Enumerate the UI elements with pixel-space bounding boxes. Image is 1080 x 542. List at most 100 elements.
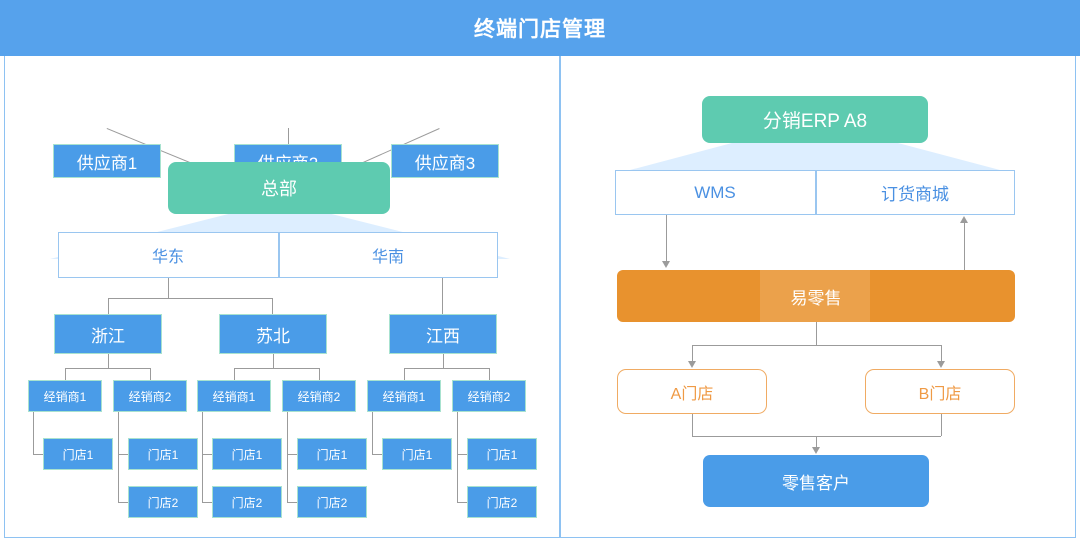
node-region-huanan[interactable]: 华南	[278, 232, 498, 278]
connector-subei-up	[272, 298, 273, 314]
connector-d6-stem	[457, 412, 458, 502]
node-label: 易零售	[790, 288, 842, 308]
arrow-to-customer	[812, 447, 820, 454]
connector-huadong-drop	[168, 278, 169, 298]
node-province-subei[interactable]: 苏北	[219, 314, 327, 354]
connector-d4-store1	[287, 454, 297, 455]
node-label: 门店1	[401, 447, 433, 462]
node-store-d4-2[interactable]: 门店2	[297, 486, 367, 518]
arrow-retail-to-order-mall	[960, 216, 968, 223]
connector-wms-to-retail	[666, 215, 667, 263]
connector-jiangxi-bus	[404, 368, 490, 369]
node-store-d1-1[interactable]: 门店1	[43, 438, 113, 470]
node-dealer-subei-2[interactable]: 经销商2	[282, 380, 356, 412]
node-store-d2-2[interactable]: 门店2	[128, 486, 198, 518]
node-store-d6-1[interactable]: 门店1	[467, 438, 537, 470]
node-label: 经销商2	[128, 389, 172, 404]
connector-jiangxi-dealer2	[489, 368, 490, 380]
node-store-d3-1[interactable]: 门店1	[212, 438, 282, 470]
connector-d5-stem	[372, 412, 373, 454]
node-shop-a[interactable]: A门店	[617, 369, 767, 414]
node-module-order-mall[interactable]: 订货商城	[815, 170, 1015, 215]
node-label: 浙江	[91, 326, 125, 346]
node-shop-b[interactable]: B门店	[865, 369, 1015, 414]
node-dealer-zhejiang-1[interactable]: 经销商1	[28, 380, 102, 412]
connector-d3-stem	[202, 412, 203, 502]
node-dealer-subei-1[interactable]: 经销商1	[197, 380, 271, 412]
node-dealer-jiangxi-1[interactable]: 经销商1	[367, 380, 441, 412]
connector-d4-store2	[287, 502, 297, 503]
connector-jiangxi-drop	[443, 354, 444, 368]
connector-subei-bus	[234, 368, 320, 369]
region-separator	[278, 232, 280, 278]
node-label: 华东	[151, 249, 184, 266]
connector-shop-a-out	[692, 414, 693, 436]
connector-retail-drop	[816, 322, 817, 345]
node-store-d3-2[interactable]: 门店2	[212, 486, 282, 518]
node-label: 供应商1	[76, 153, 138, 173]
connector-shop-a-down	[692, 345, 693, 365]
connector-shop-b-down	[941, 345, 942, 365]
node-label: WMS	[694, 182, 736, 202]
node-retail-customer[interactable]: 零售客户	[703, 455, 929, 507]
node-label: 门店1	[147, 447, 179, 462]
connector-d6-store1	[457, 454, 467, 455]
connector-shops-bus	[692, 345, 941, 346]
connector-jiangxi-dealer1	[404, 368, 405, 380]
node-store-d2-1[interactable]: 门店1	[128, 438, 198, 470]
panel-divider	[559, 56, 561, 538]
connector-customer-drop	[816, 436, 817, 450]
node-label: 苏北	[256, 326, 290, 346]
connector-d1-store1	[33, 454, 43, 455]
node-label: 经销商1	[212, 389, 256, 404]
node-dealer-jiangxi-2[interactable]: 经销商2	[452, 380, 526, 412]
diagram-frame: 供应商1 供应商2 供应商3 总部 华东 华南	[4, 56, 1076, 538]
node-label: 门店2	[147, 495, 179, 510]
node-retail-platform[interactable]: 易零售	[617, 270, 1015, 322]
connector-d2-store1	[118, 454, 128, 455]
arrow-wms-to-retail	[662, 261, 670, 268]
node-erp-a8[interactable]: 分销ERP A8	[702, 96, 928, 143]
connector-huadong-bus	[108, 298, 273, 299]
node-label: 经销商2	[467, 389, 511, 404]
node-supplier-3[interactable]: 供应商3	[391, 144, 499, 178]
node-headquarters[interactable]: 总部	[168, 162, 390, 214]
node-store-d6-2[interactable]: 门店2	[467, 486, 537, 518]
connector-d6-store2	[457, 502, 467, 503]
connector-d2-stem	[118, 412, 119, 502]
node-label: 门店2	[316, 495, 348, 510]
node-label: 门店1	[62, 447, 94, 462]
node-label: 分销ERP A8	[762, 111, 868, 132]
connector-d1-stem	[33, 412, 34, 454]
right-panel-retail-flow: 分销ERP A8 WMS 订货商城 易零售	[561, 56, 1077, 538]
node-province-zhejiang[interactable]: 浙江	[54, 314, 162, 354]
node-label: 华南	[371, 249, 404, 266]
node-label: 零售客户	[782, 473, 850, 493]
connector-subei-dealer1	[234, 368, 235, 380]
node-module-wms[interactable]: WMS	[615, 170, 815, 215]
node-label: 总部	[261, 179, 297, 199]
node-province-jiangxi[interactable]: 江西	[389, 314, 497, 354]
page-title: 终端门店管理	[0, 0, 1080, 56]
connector-retail-to-order-mall	[964, 222, 965, 271]
node-store-d5-1[interactable]: 门店1	[382, 438, 452, 470]
node-label: 门店1	[231, 447, 263, 462]
modules-separator	[815, 170, 817, 215]
connector-subei-dealer2	[319, 368, 320, 380]
connector-zhejiang-dealer2	[150, 368, 151, 380]
node-region-huadong[interactable]: 华东	[58, 232, 278, 278]
node-label: 门店2	[486, 495, 518, 510]
node-store-d4-1[interactable]: 门店1	[297, 438, 367, 470]
node-label: 订货商城	[881, 185, 949, 204]
node-label: 门店2	[231, 495, 263, 510]
connector-d4-stem	[287, 412, 288, 502]
connector-zhejiang-drop	[108, 354, 109, 368]
erp-to-modules-triangle	[615, 121, 1015, 174]
node-label: 门店1	[316, 447, 348, 462]
node-dealer-zhejiang-2[interactable]: 经销商2	[113, 380, 187, 412]
connector-subei-drop	[273, 354, 274, 368]
connector-zhejiang-bus	[65, 368, 151, 369]
node-supplier-1[interactable]: 供应商1	[53, 144, 161, 178]
node-label: 供应商3	[414, 153, 476, 173]
